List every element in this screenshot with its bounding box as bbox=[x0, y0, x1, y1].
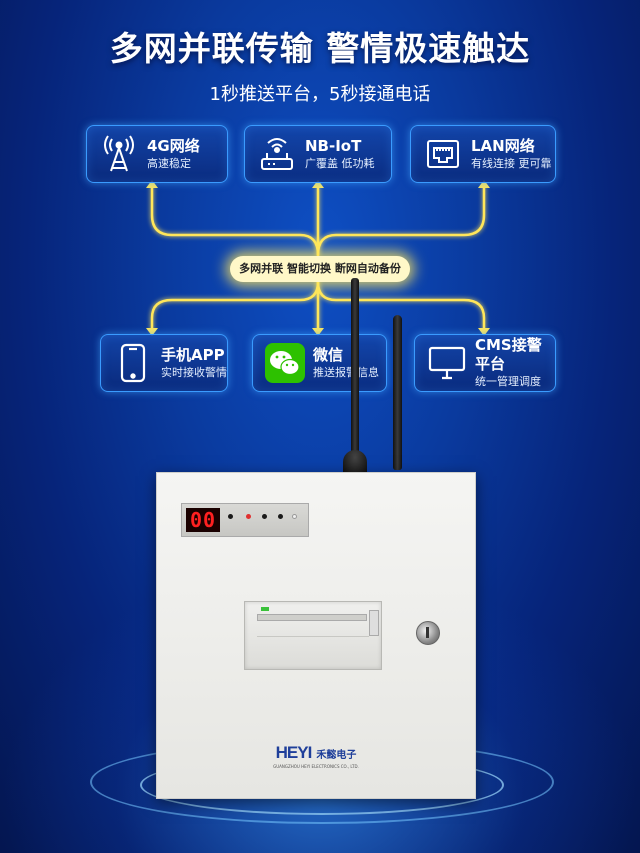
paper-slot bbox=[257, 614, 367, 621]
center-label: 多网并联 智能切换 断网自动备份 bbox=[230, 256, 410, 282]
endpoint-name: 手机APP bbox=[161, 345, 225, 364]
smartphone-icon bbox=[113, 343, 153, 383]
network-desc: 广覆盖 低功耗 bbox=[305, 156, 375, 170]
antenna-left bbox=[351, 278, 359, 458]
endpoint-card-app: 手机APP 实时接收警情 bbox=[100, 334, 228, 392]
network-name: 4G网络 bbox=[147, 136, 200, 155]
key-lock bbox=[416, 621, 440, 645]
status-panel: 00 bbox=[181, 503, 309, 537]
antenna-base-left bbox=[343, 450, 367, 474]
endpoint-desc: 统一管理调度 bbox=[475, 375, 541, 388]
network-desc: 高速稳定 bbox=[147, 156, 191, 170]
ethernet-port-icon bbox=[423, 134, 463, 174]
network-card-nbiot: NB-IoT 广覆盖 低功耗 bbox=[244, 125, 392, 183]
status-led bbox=[278, 514, 283, 519]
network-name: NB-IoT bbox=[305, 136, 362, 155]
endpoint-card-wechat: 微信 推送报警信息 bbox=[252, 334, 387, 392]
wechat-icon bbox=[265, 343, 305, 383]
endpoint-name: 微信 bbox=[313, 345, 344, 364]
printer-button bbox=[369, 610, 379, 636]
printer-cover bbox=[257, 636, 369, 663]
iot-router-icon bbox=[257, 134, 297, 174]
endpoint-card-cms: CMS接警平台 统一管理调度 bbox=[414, 334, 556, 392]
brand-name-en: GUANGZHOU HEYI ELECTRONICS CO., LTD. bbox=[273, 764, 359, 769]
endpoint-desc: 推送报警信息 bbox=[313, 365, 379, 379]
status-led bbox=[292, 514, 297, 519]
cell-tower-icon bbox=[99, 134, 139, 174]
network-card-4g: 4G网络 高速稳定 bbox=[86, 125, 228, 183]
brand-name-cn: 禾懿电子 bbox=[316, 750, 357, 761]
endpoint-desc: 实时接收警情 bbox=[161, 365, 227, 379]
network-desc: 有线连接 更可靠 bbox=[471, 156, 552, 170]
brand-logo: HEYI 禾懿电子 GUANGZHOU HEYI ELECTRONICS CO.… bbox=[157, 743, 475, 769]
display-digits: 00 bbox=[186, 508, 220, 532]
endpoint-name: CMS接警平台 bbox=[475, 336, 542, 373]
alarm-host-device: 00 HEYI 禾懿电子 GUANGZHOU HEYI ELECTRONICS … bbox=[156, 472, 476, 799]
antenna-right bbox=[393, 315, 402, 470]
network-card-lan: LAN网络 有线连接 更可靠 bbox=[410, 125, 556, 183]
status-led bbox=[262, 514, 267, 519]
printer-led bbox=[261, 607, 269, 611]
alarm-led bbox=[246, 514, 251, 519]
page-subtitle: 1秒推送平台，5秒接通电话 bbox=[209, 84, 431, 105]
thermal-printer bbox=[244, 601, 382, 670]
monitor-icon bbox=[427, 343, 467, 383]
page-title: 多网并联传输 警情极速触达 bbox=[109, 29, 531, 68]
brand-name: HEYI bbox=[275, 743, 313, 762]
network-name: LAN网络 bbox=[471, 136, 535, 155]
status-led bbox=[228, 514, 233, 519]
